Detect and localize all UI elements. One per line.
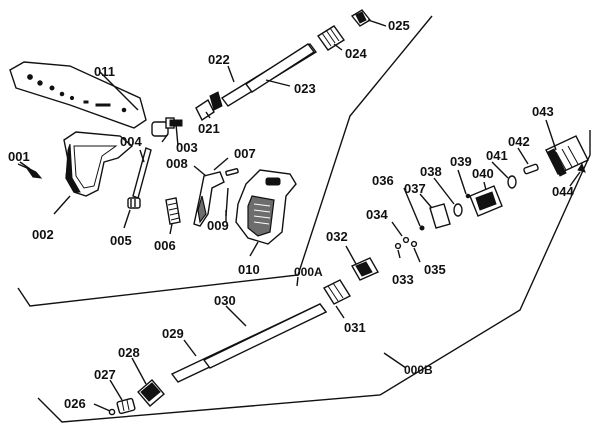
- label-000b: 000B: [404, 363, 433, 377]
- nut-005: [127, 197, 141, 209]
- coupler-sleeve-043: [545, 135, 589, 177]
- grip-handle-002: [63, 131, 134, 197]
- label-005: 005: [110, 233, 132, 248]
- valve-body-040: [469, 185, 503, 217]
- o-ring-026: [108, 408, 116, 416]
- connector-021: [195, 91, 223, 122]
- label-028: 028: [118, 345, 140, 360]
- label-003: 003: [176, 140, 198, 155]
- pin-007: [225, 168, 239, 176]
- nozzle-sleeve-024: [316, 25, 346, 51]
- label-007: 007: [234, 146, 256, 161]
- gun-body-010: [235, 169, 297, 245]
- label-037: 037: [404, 181, 426, 196]
- label-024: 024: [345, 46, 367, 61]
- ring-041: [507, 175, 517, 189]
- label-025: 025: [388, 18, 410, 33]
- label-033: 033: [392, 272, 414, 287]
- label-021: 021: [198, 121, 220, 136]
- screw-001: [17, 163, 43, 179]
- leader-000b: [383, 352, 407, 369]
- o-ring-033: [394, 242, 402, 250]
- extension-wand-030: [170, 303, 328, 383]
- pin-042: [523, 163, 539, 175]
- label-031: 031: [344, 320, 366, 335]
- label-034: 034: [366, 207, 388, 222]
- label-023: 023: [294, 81, 316, 96]
- label-000a: 000A: [294, 265, 323, 279]
- leader-lines: [19, 19, 581, 412]
- label-032: 032: [326, 229, 348, 244]
- o-ring-035: [410, 240, 418, 248]
- label-043: 043: [532, 104, 554, 119]
- o-ring-034: [402, 236, 410, 244]
- screw-044: [577, 162, 586, 173]
- lance-tube-023: [220, 43, 318, 107]
- label-040: 040: [472, 166, 494, 181]
- label-022: 022: [208, 52, 230, 67]
- spring-clip-006: [165, 197, 181, 225]
- threaded-adapter-032: [351, 257, 379, 281]
- elbow-fitting-003: [151, 117, 183, 147]
- label-004: 004: [120, 134, 142, 149]
- label-strip-011: [9, 61, 147, 129]
- label-044: 044: [552, 184, 574, 199]
- assembly-000a-outline: [17, 15, 433, 307]
- label-029: 029: [162, 326, 184, 341]
- label-036: 036: [372, 173, 394, 188]
- pin-036: [419, 225, 425, 231]
- nut-collar-028: [137, 379, 165, 407]
- label-035: 035: [424, 262, 446, 277]
- washer-038: [453, 203, 463, 217]
- label-038: 038: [420, 164, 442, 179]
- label-009: 009: [207, 218, 229, 233]
- label-008: 008: [166, 156, 188, 171]
- coupler-nut-031: [322, 279, 352, 305]
- fitting-027: [116, 397, 136, 415]
- label-027: 027: [94, 367, 116, 382]
- quick-tip-025: [350, 9, 372, 27]
- label-042: 042: [508, 134, 530, 149]
- assembly-000b-outline: [37, 130, 591, 423]
- label-030: 030: [214, 293, 236, 308]
- label-041: 041: [486, 148, 508, 163]
- trigger-lever-008: [193, 171, 225, 227]
- label-002: 002: [32, 227, 54, 242]
- label-011: 011: [94, 64, 115, 79]
- label-026: 026: [64, 396, 86, 411]
- label-006: 006: [154, 238, 176, 253]
- label-039: 039: [450, 154, 472, 169]
- leader-000a: [296, 276, 299, 287]
- part-labels: 001 002 003 004 005 006 007 008 009 010 …: [8, 18, 574, 411]
- spacer-037: [429, 203, 451, 229]
- label-001: 001: [8, 149, 30, 164]
- label-010: 010: [238, 262, 260, 277]
